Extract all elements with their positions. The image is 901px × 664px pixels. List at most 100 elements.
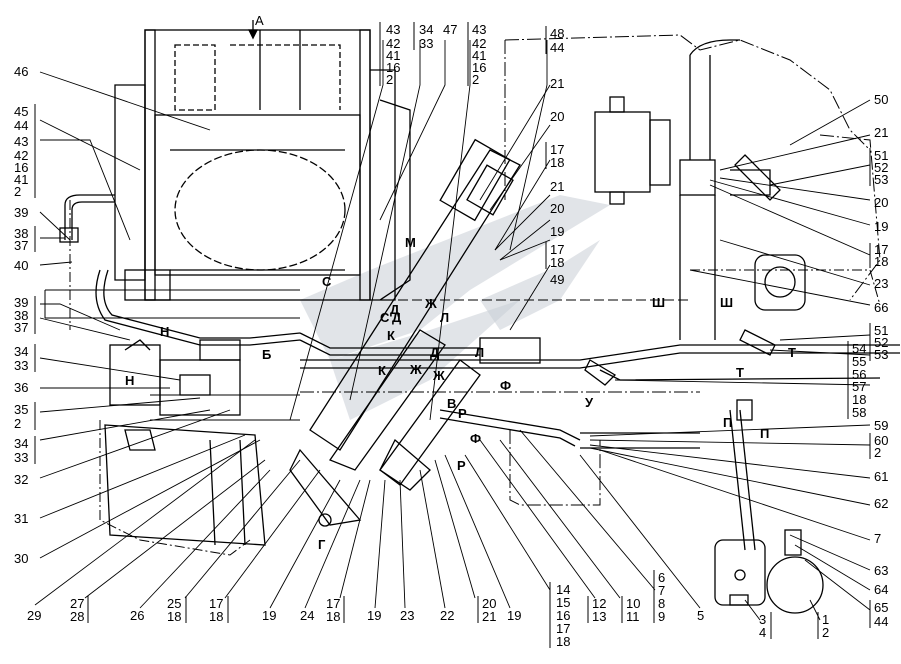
callout-label: 21 xyxy=(874,125,888,140)
section-letter: Б xyxy=(262,347,271,362)
section-letter: С xyxy=(380,310,390,325)
callout-label: 59 xyxy=(874,418,888,433)
callout-label: 53 xyxy=(874,172,888,187)
callout-label: 2 xyxy=(874,445,881,460)
callout-label: 64 xyxy=(874,582,888,597)
section-letter: Л xyxy=(475,345,484,360)
section-letter: Н xyxy=(125,373,134,388)
callout-label: 52 xyxy=(874,335,888,350)
section-letter: Т xyxy=(736,365,744,380)
section-letter: К xyxy=(387,328,395,343)
callout-label: 17 xyxy=(550,142,564,157)
callout-label: 31 xyxy=(14,511,28,526)
section-letter: Р xyxy=(458,406,467,421)
callout-label: 43 xyxy=(472,22,486,37)
left-pipe xyxy=(59,194,480,356)
callout-label: 18 xyxy=(209,609,223,624)
callout-label: 52 xyxy=(874,160,888,175)
callout-label: 2 xyxy=(386,72,393,87)
valve-block-left xyxy=(109,339,241,416)
callout-label: 51 xyxy=(874,323,888,338)
section-letter: Ф xyxy=(500,378,511,393)
callout-label: 33 xyxy=(14,450,28,465)
callout-label: 4 xyxy=(759,625,766,640)
callout-label: 2 xyxy=(14,416,21,431)
callout-label: 44 xyxy=(550,40,564,55)
callout-label: 19 xyxy=(550,224,564,239)
callout-label: 15 xyxy=(556,595,570,610)
section-letter: Ж xyxy=(409,362,422,377)
section-letter: Ж xyxy=(432,368,445,383)
callout-label: 38 xyxy=(14,226,28,241)
section-letter: Д xyxy=(392,310,402,325)
tank-left xyxy=(104,424,266,546)
callout-label: 54 xyxy=(852,341,866,356)
section-letter: Г xyxy=(318,537,326,552)
callout-label: 55 xyxy=(852,354,866,369)
callout-label: 20 xyxy=(482,596,496,611)
callout-label: 19 xyxy=(507,608,521,623)
callout-label: 21 xyxy=(550,179,564,194)
callout-label: 7 xyxy=(874,531,881,546)
leader-lines xyxy=(34,40,871,621)
callout-label: 16 xyxy=(472,60,486,75)
callout-label: 18 xyxy=(852,392,866,407)
callout-label: 19 xyxy=(367,608,381,623)
callout-label: 20 xyxy=(874,195,888,210)
callout-label: 34 xyxy=(419,22,433,37)
callout-label: 5 xyxy=(697,608,704,623)
section-letter: Р xyxy=(457,458,466,473)
callout-label: 48 xyxy=(550,26,564,41)
section-letter: Ж xyxy=(424,296,437,311)
callout-label: 20 xyxy=(550,201,564,216)
section-letter: Ф xyxy=(470,431,481,446)
callout-label: 21 xyxy=(482,609,496,624)
callout-label: 30 xyxy=(14,551,28,566)
callout-label: 50 xyxy=(874,92,888,107)
callout-label: 2 xyxy=(14,184,21,199)
callout-label: 10 xyxy=(626,596,640,611)
section-letter: Д xyxy=(390,302,400,317)
callout-label: 17 xyxy=(874,242,888,257)
callout-label: 37 xyxy=(14,320,28,335)
callout-label: 25 xyxy=(167,596,181,611)
section-letter: Л xyxy=(440,310,449,325)
callout-label: 60 xyxy=(874,433,888,448)
callout-label: 3 xyxy=(759,612,766,627)
callout-label: 62 xyxy=(874,496,888,511)
callout-label: 42 xyxy=(14,148,28,163)
callout-label: 21 xyxy=(550,76,564,91)
callout-label: 58 xyxy=(852,405,866,420)
callout-label: 34 xyxy=(14,344,28,359)
callout-label: 2 xyxy=(472,72,479,87)
callout-label: 32 xyxy=(14,472,28,487)
callout-label: 16 xyxy=(14,160,28,175)
section-letter: У xyxy=(585,395,594,410)
callout-label: 28 xyxy=(70,609,84,624)
callout-label: 43 xyxy=(14,134,28,149)
section-letter: Д xyxy=(430,345,440,360)
vertical-pipe-right xyxy=(679,39,806,340)
callout-label: 61 xyxy=(874,469,888,484)
gauges-bottom-right xyxy=(714,529,824,614)
callout-label: 17 xyxy=(209,596,223,611)
view-marker-A: А xyxy=(255,13,264,28)
callout-label: 34 xyxy=(14,436,28,451)
callout-label: 23 xyxy=(400,608,414,623)
callout-label: 19 xyxy=(874,219,888,234)
callout-label: 19 xyxy=(262,608,276,623)
callout-label: 65 xyxy=(874,600,888,615)
callout-label: 41 xyxy=(386,48,400,63)
callout-label: 7 xyxy=(658,583,665,598)
callout-label: 12 xyxy=(592,596,606,611)
callout-label: 18 xyxy=(874,254,888,269)
callout-label: 29 xyxy=(27,608,41,623)
winch-drum xyxy=(114,20,411,301)
callout-label: 18 xyxy=(167,609,181,624)
callout-label: 51 xyxy=(874,148,888,163)
filter-top-right xyxy=(594,96,671,205)
section-letter: Ш xyxy=(652,295,665,310)
callout-label: 63 xyxy=(874,563,888,578)
section-letter: Ш xyxy=(720,295,733,310)
